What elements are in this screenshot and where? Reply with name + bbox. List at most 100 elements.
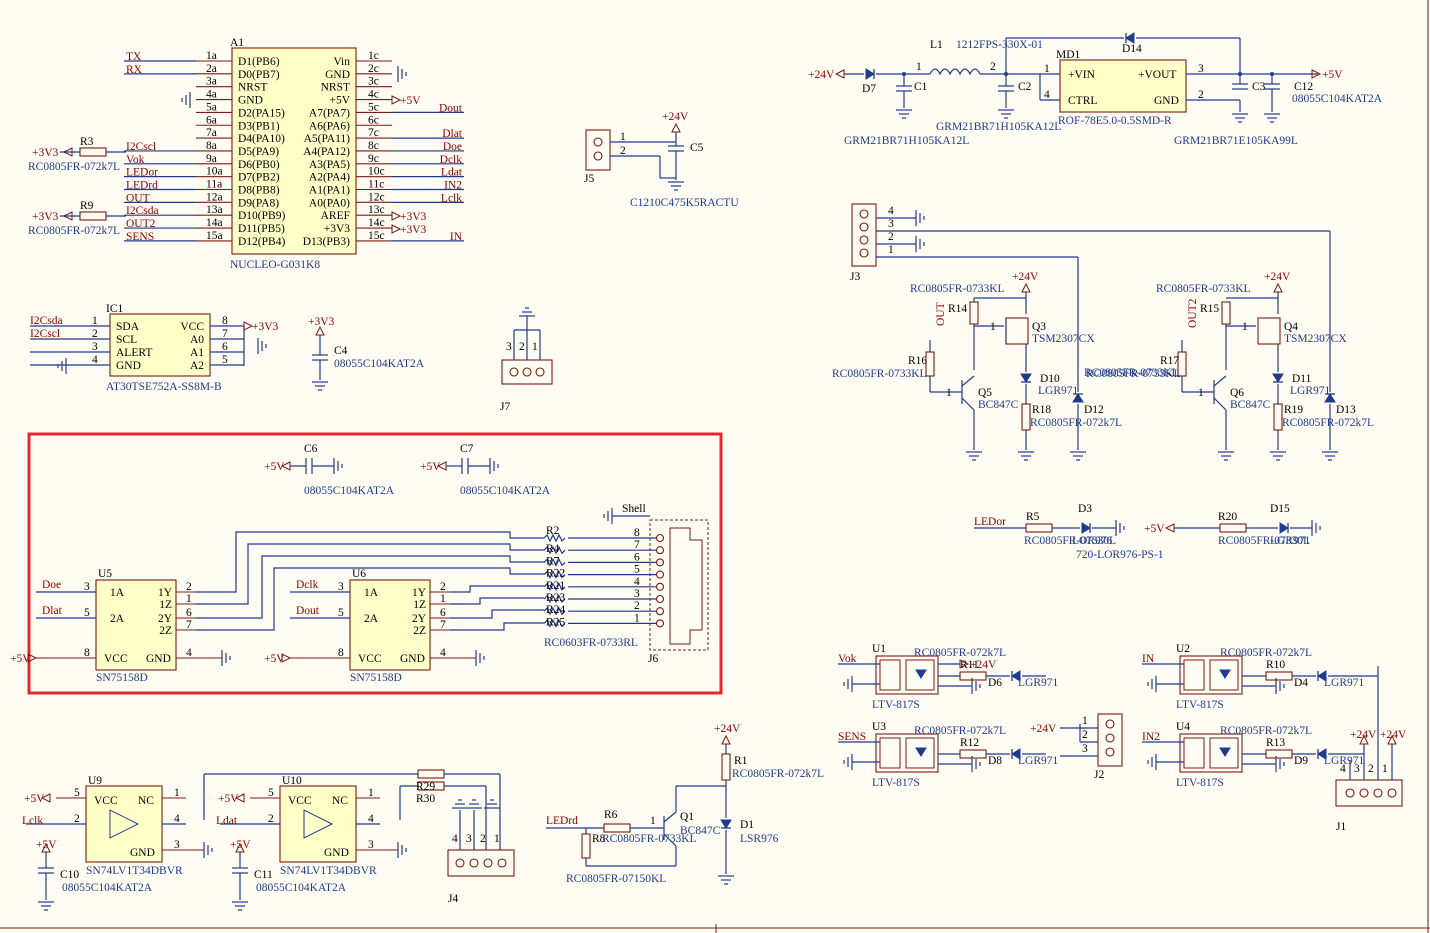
c1-ref: C1	[914, 81, 928, 93]
c7-net: +5V	[420, 461, 441, 473]
a1-right-pin-num-11: 12c	[368, 191, 385, 203]
q6-ref: Q6	[1230, 387, 1244, 399]
a1-right-pin-name-3: +5V	[329, 95, 350, 107]
a1-right-net-6: Dlat	[442, 128, 463, 140]
a1-right-pin-num-14: 15c	[368, 230, 385, 242]
u5-rname-1: 1Z	[159, 599, 172, 611]
r18-value: RC0805FR-072k7L	[1030, 417, 1122, 429]
ic1-rpin-name-2: A1	[190, 347, 204, 359]
c10-value: 08055C104KAT2A	[62, 882, 153, 894]
ic1-net-scl: I2Cscl	[30, 328, 60, 340]
j2-pin2: 2	[1082, 729, 1088, 741]
u9-value: SN74LV1T34DBVR	[86, 865, 183, 877]
q1-pin1: 1	[650, 815, 656, 827]
a1-right-pin-num-13: 14c	[368, 217, 385, 229]
a1-left-pin-num-6: 7a	[206, 127, 217, 139]
u5-rnum-1: 1	[186, 593, 192, 605]
j1-net-b: +24V	[1380, 729, 1407, 741]
u9-p5: 5	[74, 787, 80, 799]
c1-value: GRM21BR71H105KA12L	[844, 135, 969, 147]
r16-value: RC0805FR-0733KL	[832, 368, 927, 380]
md1-value: ROF-78E5.0-0.5SMD-R	[1058, 115, 1172, 127]
a1-right-net-4: Dout	[439, 102, 463, 114]
u10-p2: 2	[268, 813, 274, 825]
r19-value: RC0805FR-072k7L	[1282, 417, 1374, 429]
opto-r11-value: RC0805FR-072k7L	[914, 647, 1006, 659]
j3-pin2: 2	[888, 231, 894, 243]
out2-vcc: +24V	[1264, 271, 1291, 283]
opto-r12-value: RC0805FR-072k7L	[914, 725, 1006, 737]
ic1-rpin-num-0: 8	[222, 315, 228, 327]
u5-lnum-1: 5	[84, 607, 90, 619]
u10-vcc-name: VCC	[288, 795, 312, 807]
a1-left-net-12: I2Csda	[126, 205, 159, 217]
opto-d6-value: LGR971	[1018, 677, 1059, 689]
d11-value: LGR971	[1290, 385, 1331, 397]
q1-value: BC847C	[680, 825, 721, 837]
j7-pin2: 2	[519, 341, 525, 353]
a1-right-net-11: Lclk	[441, 192, 462, 204]
j6-pin-4: 4	[634, 576, 640, 588]
a1-right-pin-name-14: D13(PB3)	[303, 236, 350, 248]
j2-pin1: 1	[1082, 715, 1088, 727]
j3-pin4: 4	[888, 205, 894, 217]
j5-ref: J5	[584, 173, 594, 185]
c11-value: 08055C104KAT2A	[256, 882, 347, 894]
md1-num2: 2	[1198, 89, 1204, 101]
j1-net-a: +24V	[1350, 729, 1377, 741]
u6-lnum-0: 3	[338, 581, 344, 593]
opto-d9-value: LGR971	[1324, 755, 1365, 767]
d3-value: LOR976	[1072, 535, 1113, 547]
a1-left-pin-name-7: D5(PA9)	[238, 146, 279, 158]
u5-value: SN75158D	[96, 672, 148, 684]
c7-ref: C7	[460, 443, 474, 455]
d13-ref: D13	[1336, 404, 1356, 416]
a1-right-pin-num-5: 6c	[368, 114, 379, 126]
c4-capacitor: +3V3 C4 08055C104KAT2A	[308, 316, 425, 391]
opto-d4-ref: D4	[1294, 677, 1308, 689]
d15-value: LGR971	[1270, 535, 1311, 547]
a1-right-pin-num-10: 11c	[368, 179, 384, 191]
j3-pin3: 3	[888, 218, 894, 230]
u9-vcc-name: VCC	[94, 795, 118, 807]
a1-left-pin-num-14: 15a	[206, 230, 223, 242]
u5-rname-4: GND	[146, 653, 171, 665]
r9-resistor: R9 RC0805FR-072k7L +3V3	[28, 200, 126, 237]
d11-ref: D11	[1292, 373, 1312, 385]
status-leds: LEDor R5 RC0805FR-07330L D3 LOR976 720-L…	[974, 503, 1321, 561]
a1-left-net-10: LEDrd	[126, 180, 158, 192]
u6-rname-0: 1Y	[412, 587, 427, 599]
u6-rnum-0: 2	[440, 581, 446, 593]
a1-right-pin-name-5: A6(PA6)	[309, 120, 350, 132]
j6-pin-2: 6	[634, 551, 640, 563]
c12-ref: C12	[1294, 81, 1313, 93]
ic1-rpin-name-3: A2	[190, 360, 204, 372]
a1-right-pin-name-1: GND	[325, 69, 350, 81]
ic1-lpin-name-0: SDA	[116, 321, 140, 333]
c6-value: 08055C104KAT2A	[304, 485, 395, 497]
res-label-7: R25	[546, 616, 565, 628]
c5-capacitor: +24V C5 C1210C475K5RACTU	[630, 111, 739, 209]
l1-value: 1212FPS-330X-01	[956, 39, 1043, 51]
j6-pin-1: 7	[634, 539, 640, 551]
u6-net1: Dout	[296, 605, 320, 617]
q6-value: BC847C	[1230, 399, 1271, 411]
q3-ref: Q3	[1032, 321, 1046, 333]
a1-left-pin-name-2: NRST	[238, 82, 267, 94]
a1-right-net-10: IN2	[444, 180, 462, 192]
md1-ref: MD1	[1056, 49, 1081, 61]
d1-value: LSR976	[740, 833, 779, 845]
u9-p4: 4	[174, 813, 180, 825]
u5-net0: Doe	[42, 579, 61, 591]
a1-left-net-0: TX	[126, 51, 142, 63]
u5-rname-2: 2Y	[158, 613, 173, 625]
q4-value: TSM2307CX	[1284, 333, 1347, 345]
c5-ref: C5	[690, 142, 704, 154]
a1-left-pin-num-4: 5a	[206, 101, 217, 113]
opto-r13-value: RC0805FR-072k7L	[1220, 725, 1312, 737]
r8-ref: R8	[592, 833, 606, 845]
a1-right-pin-num-9: 10c	[368, 166, 385, 178]
opto-d8-value: LGR971	[1018, 755, 1059, 767]
